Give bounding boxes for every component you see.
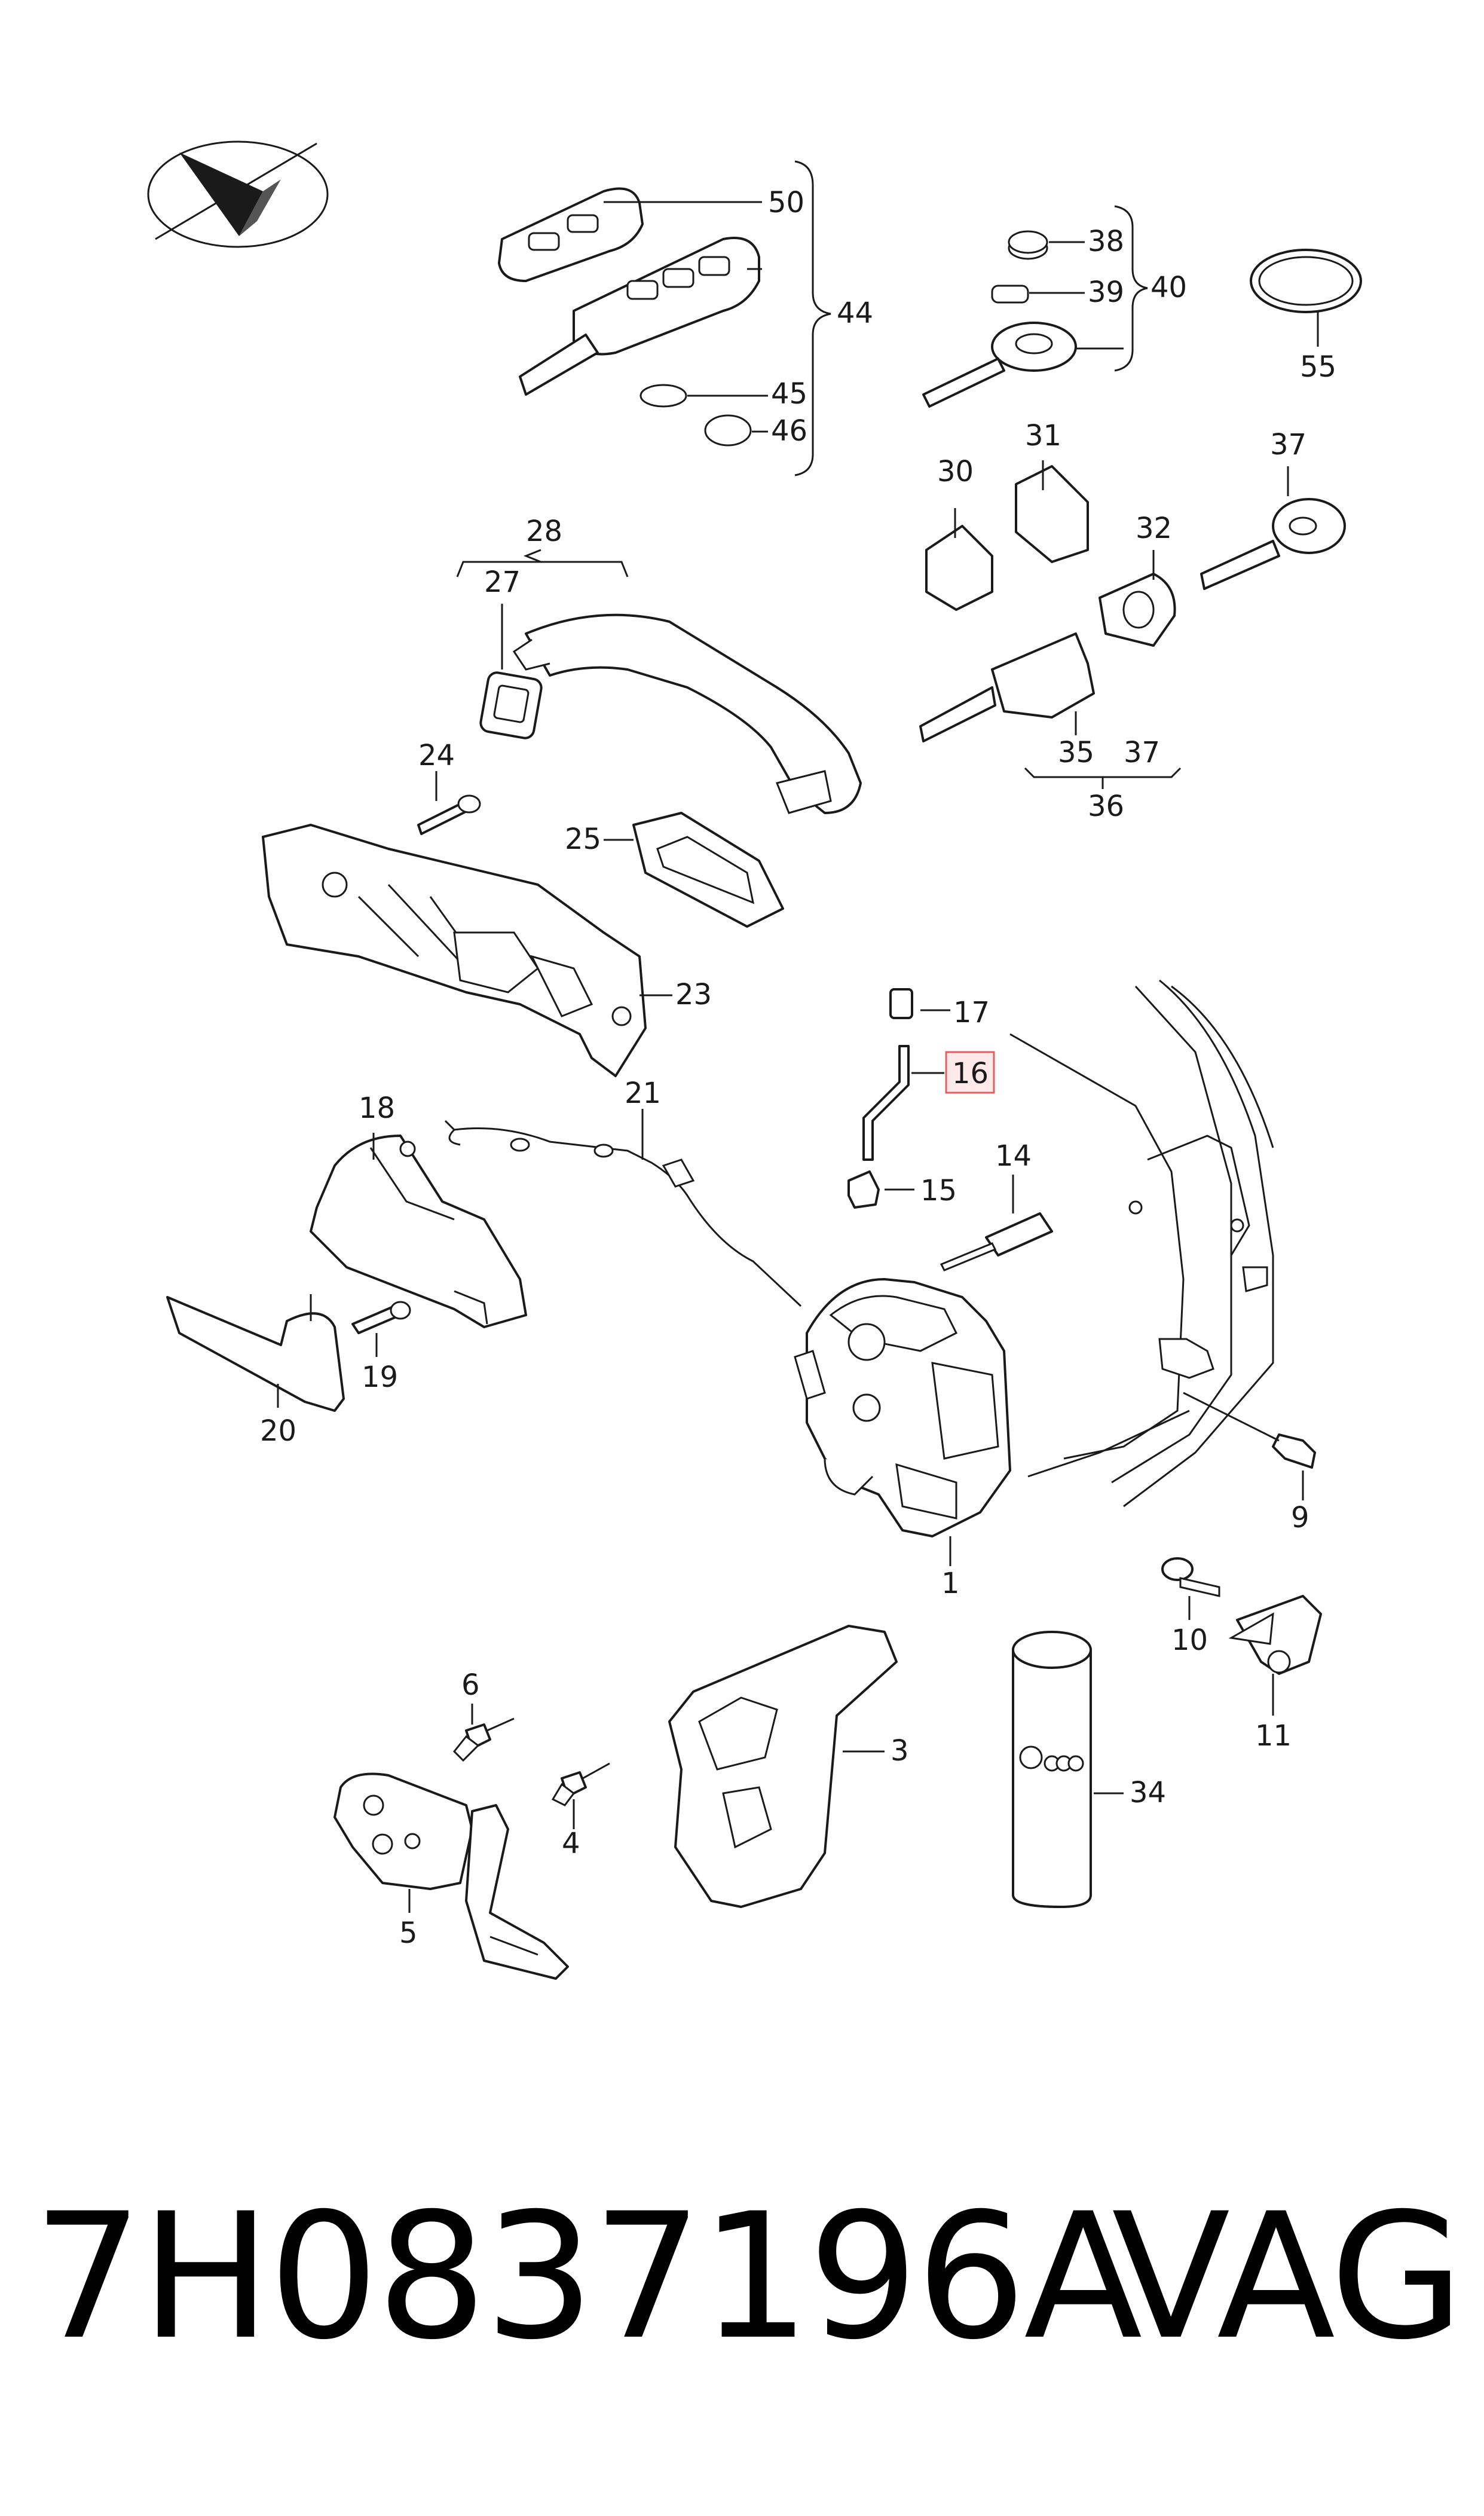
highlight-box [945,1051,995,1094]
callout-21: 21 [625,1077,661,1110]
callout-32: 32 [1136,512,1172,545]
callout-25: 25 [565,823,601,856]
remote-key-fob [498,187,760,447]
lock-cylinder-parts [919,465,1346,742]
bracket-5 [333,1772,569,1980]
callout-14: 14 [995,1139,1032,1173]
battery-and-key [922,230,1077,408]
callout-39: 39 [1088,276,1124,309]
callout-19: 19 [362,1361,398,1394]
callout-40: 40 [1151,271,1187,304]
callout-37b: 37 [1124,736,1160,769]
callout-9: 9 [1291,1501,1309,1534]
plug-15 [847,1170,880,1209]
callout-10: 10 [1171,1624,1208,1657]
callout-11: 11 [1255,1719,1292,1753]
callout-27: 27 [484,565,521,599]
cover-3 [668,1625,898,1908]
callout-30: 30 [937,455,974,488]
screw-9 [1272,1433,1316,1469]
callout-35: 35 [1058,736,1094,769]
callout-18: 18 [359,1092,395,1125]
direction-emblem-icon [147,140,329,248]
spray-can [1012,1631,1092,1908]
callout-1: 1 [941,1567,960,1600]
callout-55: 55 [1300,350,1336,384]
callout-45: 45 [771,377,807,411]
striker-11 [1236,1595,1322,1675]
callout-28: 28 [526,515,562,548]
callout-34: 34 [1130,1776,1166,1809]
brand-name: VAG [1112,2176,1464,2378]
door-lock-unit [794,1278,1011,1537]
callout-36: 36 [1088,790,1124,823]
callout-5: 5 [399,1916,418,1950]
car-body-outline [1009,979,1274,1508]
callout-3: 3 [891,1734,909,1768]
callout-46: 46 [771,414,807,448]
callout-31: 31 [1025,419,1061,453]
callout-6: 6 [461,1668,480,1702]
callout-38: 38 [1088,225,1124,258]
callout-labels: 50 44 45 46 38 39 40 55 28 27 30 31 37 3… [260,186,1336,1950]
callout-50: 50 [768,186,804,219]
handle-carrier [262,824,647,1077]
footer: 7H0837196A VAG [0,2188,1484,2367]
callout-17: 17 [953,996,990,1029]
switch-14 [985,1212,1053,1257]
callout-24: 24 [418,739,455,772]
callout-4: 4 [562,1827,580,1860]
pin-16 [862,1045,910,1161]
callout-20: 20 [260,1414,296,1448]
part-number: 7H0837196A [33,2176,1143,2378]
cover-20 [166,1296,345,1412]
callout-37a: 37 [1270,428,1306,461]
callout-16: 16 [952,1057,989,1090]
outer-door-handle [479,613,862,814]
bolt-10 [1161,1557,1194,1581]
callout-23: 23 [675,978,712,1011]
screw-17 [889,988,913,1019]
callout-44: 44 [837,296,873,330]
cable-21 [444,1120,802,1307]
callout-15: 15 [920,1174,957,1207]
bracket-18 [310,1135,527,1328]
